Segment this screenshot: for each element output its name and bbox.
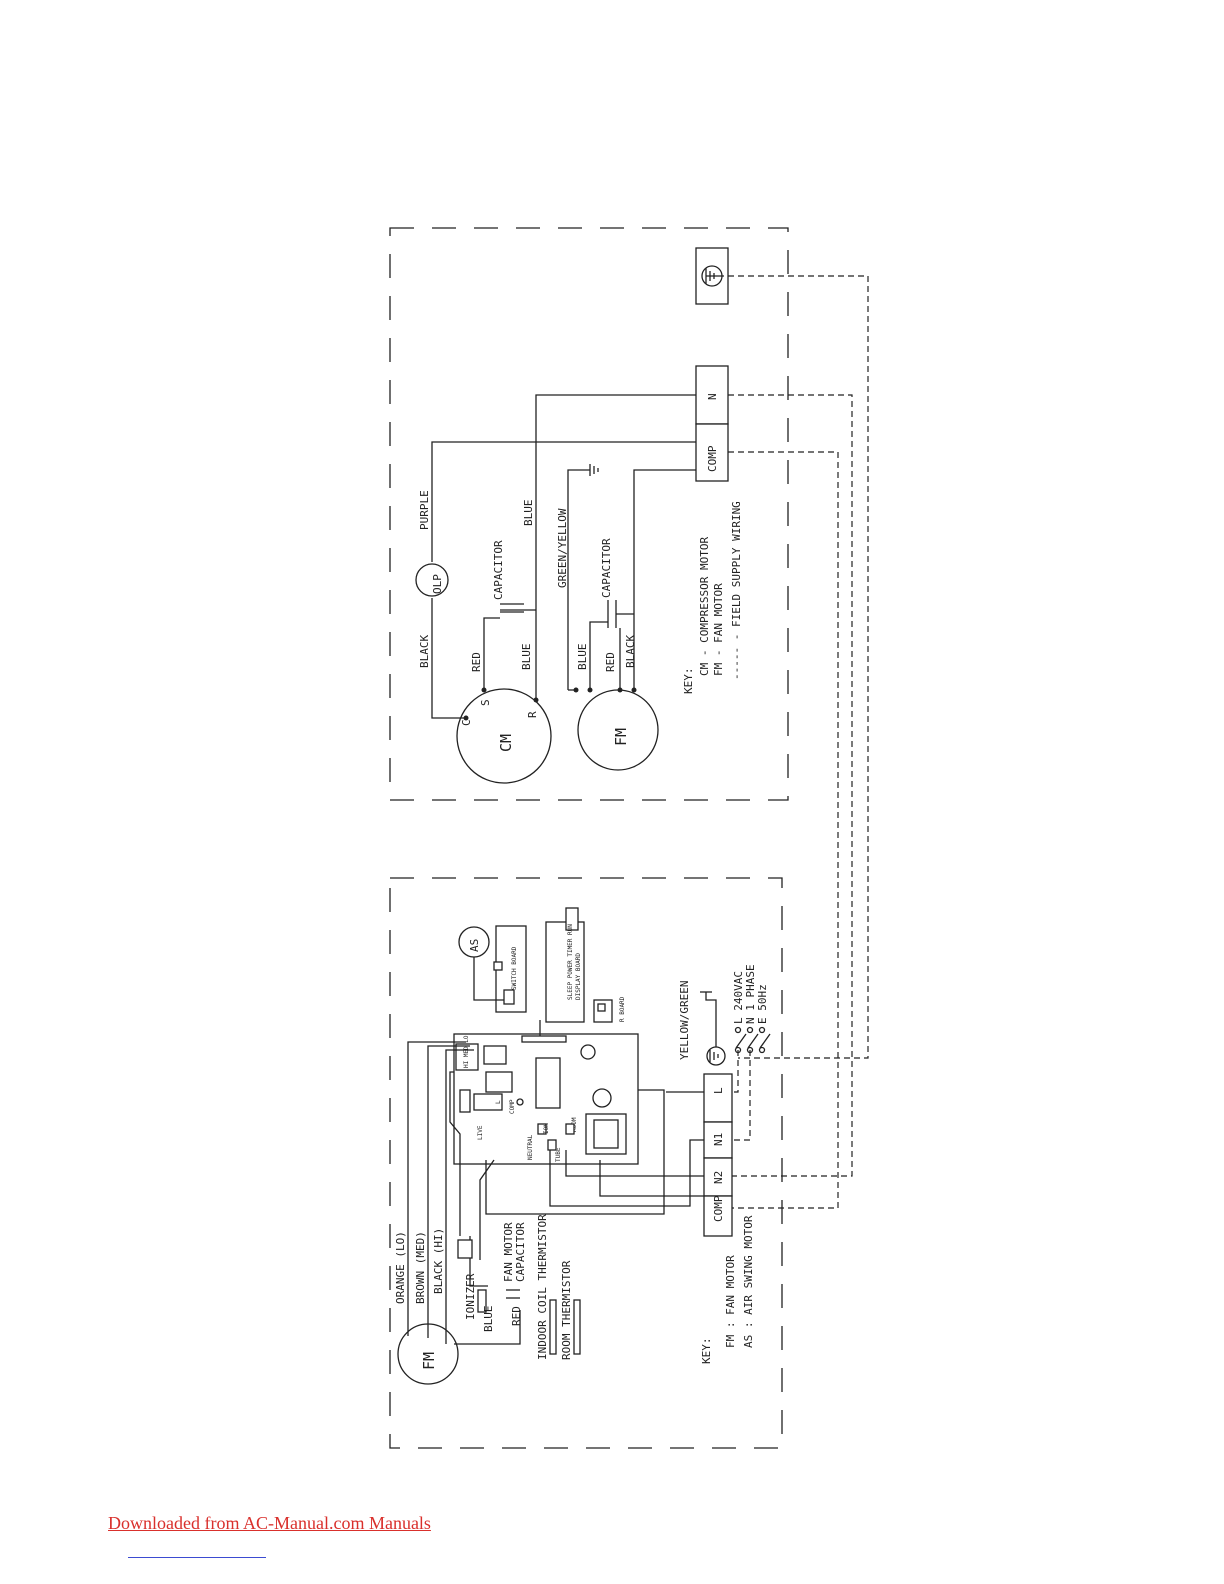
- svg-text:CAPACITOR: CAPACITOR: [514, 1222, 527, 1282]
- wire-label-purple: PURPLE: [418, 490, 431, 530]
- svg-text:FM: FM: [612, 728, 630, 746]
- power-supply-switches: L 240VAC N 1 PHASE E 50Hz: [732, 964, 771, 1054]
- svg-text:N 1 PHASE: N 1 PHASE: [744, 964, 757, 1024]
- svg-text:L: L: [712, 1087, 725, 1094]
- field-supply-wiring: [728, 275, 869, 1209]
- svg-text:IONIZER: IONIZER: [464, 1273, 477, 1320]
- display-board: [545, 921, 585, 1023]
- wire-label-black: BLACK (HI): [432, 1228, 445, 1294]
- indoor-key: KEY: FM : FAN MOTOR AS : AIR SWING MOTOR: [700, 1215, 755, 1364]
- indoor-unit-diagram: AS SWITCH BOARD DISPLAY BOARD SLEEP POWE…: [389, 877, 783, 1449]
- indoor-earth-symbol-icon: [706, 1046, 726, 1066]
- board-screw-icon: [516, 1098, 524, 1106]
- earth-symbol-icon: [701, 265, 724, 287]
- outdoor-unit-diagram: N COMP OLP: [389, 227, 789, 801]
- svg-text:COMP: COMP: [712, 1195, 725, 1222]
- svg-text:SWITCH BOARD: SWITCH BOARD: [511, 946, 518, 990]
- svg-text:N1: N1: [712, 1133, 725, 1146]
- indoor-wiring: [407, 1041, 704, 1345]
- indoor-terminal-comp: [703, 1195, 733, 1237]
- svg-text:ROOM THERMISTOR: ROOM THERMISTOR: [560, 1260, 573, 1360]
- svg-text:CM - COMPRESSOR MOTOR: CM - COMPRESSOR MOTOR: [698, 537, 711, 676]
- svg-text:ION: ION: [543, 1123, 550, 1134]
- ionizer: IONIZER BLUE: [457, 1239, 495, 1333]
- board-relay: [483, 1045, 507, 1065]
- wire-label-red-fm: RED: [604, 652, 617, 672]
- board-capacitor-2-icon: [592, 1088, 612, 1108]
- terminal-n-label: N: [706, 393, 719, 400]
- yellow-green-label: YELLOW/GREEN: [678, 981, 691, 1060]
- footer-download-link[interactable]: Downloaded from AC-Manual.com Manuals: [108, 1513, 431, 1533]
- svg-text:C: C: [460, 719, 473, 726]
- outdoor-wiring: [431, 394, 696, 719]
- room-thermistor: ROOM THERMISTOR: [560, 1260, 581, 1360]
- wire-label-green-yellow: GREEN/YELLOW: [556, 508, 569, 588]
- board-display-connector: [521, 1035, 567, 1043]
- wire-label-blue: BLUE: [522, 500, 535, 527]
- board-fuse: [473, 1093, 503, 1111]
- terminal-comp-label: COMP: [706, 445, 719, 472]
- svg-text:R: R: [526, 711, 539, 718]
- svg-text:FM - FAN MOTOR: FM - FAN MOTOR: [712, 583, 725, 676]
- switch-board-connector: [503, 989, 515, 1005]
- svg-text:E 50Hz: E 50Hz: [756, 984, 769, 1024]
- svg-text:DISPLAY BOARD: DISPLAY BOARD: [575, 953, 582, 1000]
- capacitor-cm-label: CAPACITOR: [492, 540, 505, 600]
- wire-label-brown: BROWN (MED): [414, 1231, 427, 1304]
- svg-text:----- - FIELD SUPPLY WIRING: ----- - FIELD SUPPLY WIRING: [730, 501, 743, 680]
- wire-label-blue-fm: BLUE: [576, 644, 589, 671]
- svg-text:KEY:: KEY:: [682, 668, 695, 695]
- indoor-unit-border: [389, 877, 783, 1449]
- fan-motor-capacitor: FAN MOTOR CAPACITOR RED: [502, 1222, 527, 1326]
- svg-text:TUBE: TUBE: [555, 1147, 562, 1162]
- wire-label-blue-ion: BLUE: [482, 1306, 495, 1333]
- overload-protector-icon: OLP: [415, 563, 449, 597]
- board-fuse-holder: [459, 1089, 471, 1113]
- indoor-coil-thermistor: INDOOR COIL THERMISTOR: [536, 1214, 557, 1360]
- wire-label-black-fm: BLACK: [624, 635, 637, 668]
- svg-text:N2: N2: [712, 1171, 725, 1184]
- board-chip: [535, 1057, 561, 1109]
- svg-text:L: L: [495, 1100, 502, 1104]
- svg-text:FM : FAN MOTOR: FM : FAN MOTOR: [724, 1255, 737, 1348]
- outdoor-unit-border: [389, 227, 789, 801]
- air-swing-motor-label: AS: [468, 939, 481, 952]
- wire-label-red-cm: RED: [470, 652, 483, 672]
- svg-text:INDOOR COIL THERMISTOR: INDOOR COIL THERMISTOR: [536, 1214, 549, 1360]
- wire-label-blue-cm: BLUE: [520, 644, 533, 671]
- svg-text:AS : AIR SWING MOTOR: AS : AIR SWING MOTOR: [742, 1215, 755, 1348]
- svg-text:CM: CM: [497, 734, 515, 752]
- svg-text:SLEEP POWER TIMER RUN: SLEEP POWER TIMER RUN: [567, 924, 574, 1000]
- display-board-tab: [565, 907, 579, 931]
- compressor-motor: CM C S R: [456, 687, 552, 784]
- footer-divider: [128, 1557, 266, 1558]
- swing-connector: [493, 961, 503, 971]
- outdoor-key: KEY: CM - COMPRESSOR MOTOR FM - FAN MOTO…: [682, 501, 743, 694]
- board-ion-port: [565, 1123, 575, 1135]
- board-tube-sensor-port: [547, 1139, 557, 1151]
- svg-text:S: S: [479, 699, 492, 706]
- indoor-terminal-l: [703, 1073, 733, 1123]
- outdoor-fan-motor: FM: [573, 687, 659, 771]
- svg-text:FAN MOTOR: FAN MOTOR: [502, 1222, 515, 1282]
- svg-text:R BOARD: R BOARD: [619, 996, 626, 1022]
- svg-text:NEUTRAL: NEUTRAL: [527, 1134, 534, 1160]
- svg-text:HI MED LO: HI MED LO: [463, 1035, 470, 1068]
- board-room-sensor-port: [537, 1123, 547, 1135]
- board-capacitor-icon: [580, 1044, 596, 1060]
- wire-label-red-cap: RED: [510, 1306, 523, 1326]
- svg-text:KEY:: KEY:: [700, 1338, 713, 1365]
- wire-label-black-cm: BLACK: [418, 635, 431, 668]
- svg-text:COMP: COMP: [509, 1099, 516, 1114]
- svg-text:LIVE: LIVE: [477, 1125, 484, 1140]
- svg-text:L 240VAC: L 240VAC: [732, 971, 745, 1024]
- wire-label-orange: ORANGE (LO): [394, 1231, 407, 1304]
- indoor-fan-motor: FM: [397, 1323, 459, 1385]
- board-relay-2: [485, 1071, 513, 1093]
- svg-text:OLP: OLP: [431, 574, 444, 594]
- capacitor-fm-label: CAPACITOR: [600, 538, 613, 598]
- svg-text:FM: FM: [420, 1352, 438, 1370]
